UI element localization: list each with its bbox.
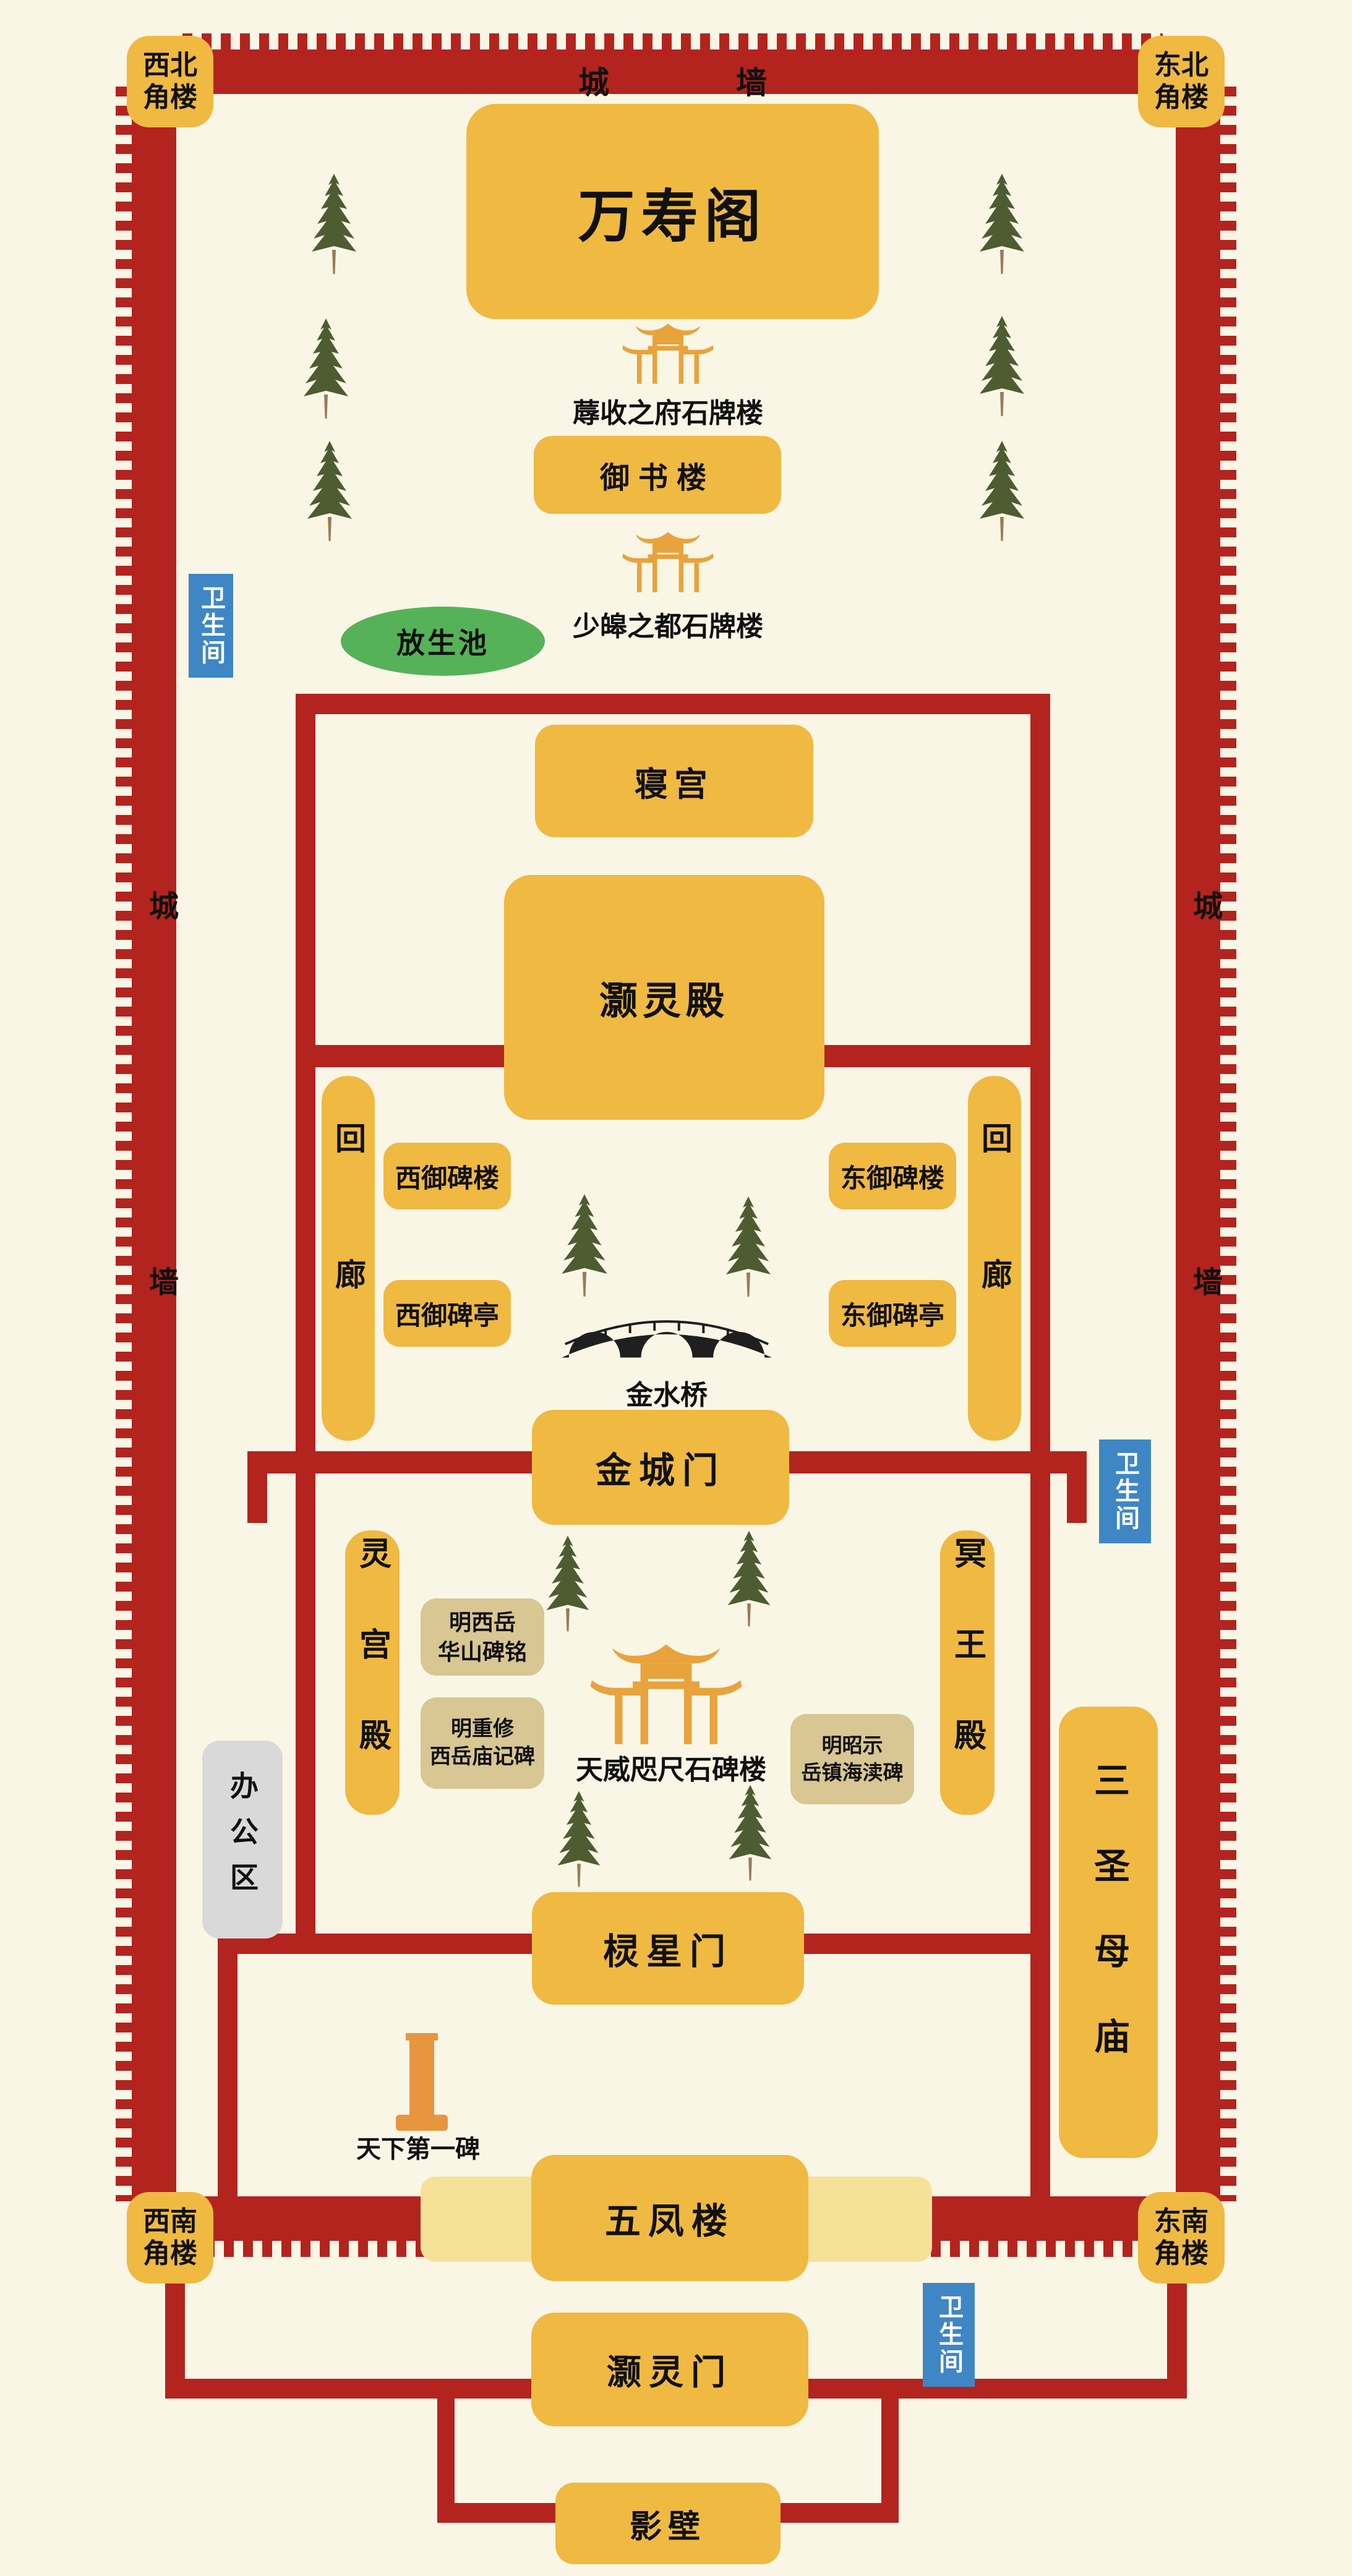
corner-tower-northeast: 东北角楼 [1138, 36, 1225, 127]
haolingdian-divider-wall-west [296, 1045, 504, 1067]
haolingmen-wall-west [165, 2379, 531, 2399]
corridor-east: 回廊 [968, 1076, 1021, 1441]
qin-palace: 寝宫 [535, 725, 813, 837]
number-one-stele-label: 天下第一碑 [356, 2136, 480, 2163]
inner-wall-top [296, 694, 1050, 714]
yingbi-wall-east-stub [780, 2503, 899, 2523]
linggong-hall: 灵宫殿 [345, 1530, 400, 1815]
wall-right-label: 城墙 [1188, 890, 1221, 1642]
yingbi-wall-west-stub [437, 2503, 555, 2523]
wanshou-pavilion: 万寿阁 [466, 104, 879, 319]
pine-tree-icon [721, 1193, 776, 1300]
wall-left [132, 71, 176, 2226]
jinchengmen-wall-stub-west [247, 1474, 267, 1523]
inner-wall-southwest [218, 1954, 237, 2196]
ming-xiyue-huashan-tablet: 明西岳 华山碑铭 [421, 1598, 544, 1676]
yingbi-wall-east-vertical [881, 2399, 899, 2523]
pine-tree-icon [722, 1529, 776, 1629]
rushou-archway-label: 蓐收之府石牌楼 [573, 398, 763, 429]
pine-tree-icon [302, 439, 357, 543]
inner-wall-west [296, 694, 315, 1954]
restroom-sign-east: 卫生间 [1099, 1439, 1151, 1543]
wall-top-label: 城墙 [578, 66, 894, 100]
lingxing-gate: 棂星门 [532, 1892, 804, 2005]
west-stele-tower: 西御碑楼 [383, 1143, 511, 1209]
wall-left-crenellation [116, 87, 132, 2201]
restroom-sign-south: 卫生间 [923, 2283, 975, 2387]
haolingmen-wall-east [808, 2379, 1187, 2399]
wall-bottom-west-crenellation [186, 2241, 427, 2257]
wufeng-tower: 五凤楼 [531, 2155, 808, 2281]
number-one-stele-base [396, 2115, 448, 2131]
wall-top-crenellation [182, 33, 1163, 49]
shaohao-archway-label: 少皞之都石牌楼 [573, 612, 763, 642]
inner-wall-east [1030, 694, 1050, 2196]
haolingdian-divider-wall-east [824, 1045, 1050, 1067]
east-stele-pavilion: 东御碑亭 [829, 1280, 956, 1347]
jinchengmen-wall-stub-east [1067, 1474, 1087, 1523]
fangsheng-pond: 放生池 [341, 607, 545, 676]
yingbi-wall-west-vertical [437, 2399, 455, 2523]
stone-archway-icon [622, 320, 714, 387]
ming-chongxiu-tablet: 明重修 西岳庙记碑 [421, 1697, 544, 1789]
wall-bottom-west [176, 2196, 427, 2241]
pine-tree-icon [552, 1789, 605, 1889]
office-area: 办公区 [202, 1741, 283, 1938]
wall-bottom-east-crenellation [931, 2241, 1169, 2257]
number-one-stele-shaft [409, 2038, 434, 2117]
jinshui-bridge-label: 金水桥 [626, 1380, 708, 1410]
tianwei-archway-label: 天威咫尺石碑楼 [576, 1755, 766, 1785]
pine-tree-icon [306, 172, 362, 276]
west-stele-pavilion: 西御碑亭 [383, 1280, 511, 1347]
wall-right-crenellation [1220, 87, 1236, 2201]
pine-tree-icon [541, 1532, 594, 1635]
corridor-west: 回廊 [322, 1076, 375, 1441]
haoling-gate: 灏灵门 [531, 2313, 808, 2426]
haoling-hall: 灏灵殿 [504, 875, 824, 1120]
jincheng-gate: 金城门 [532, 1410, 789, 1525]
wall-top [167, 49, 1178, 94]
jinshui-bridge-icon [557, 1299, 777, 1363]
wall-right [1176, 71, 1220, 2226]
pine-tree-icon [556, 1190, 613, 1300]
pine-tree-icon [974, 172, 1030, 276]
pine-tree-icon [974, 314, 1030, 418]
pine-tree-icon [974, 439, 1030, 543]
corner-tower-southwest: 西南角楼 [127, 2192, 213, 2284]
stone-archway-icon [589, 1642, 743, 1747]
east-stele-tower: 东御碑楼 [829, 1143, 956, 1209]
wall-left-label: 城墙 [144, 890, 177, 1642]
sanshengmu-temple: 三圣母庙 [1059, 1707, 1158, 2158]
mingwang-hall: 冥王殿 [940, 1530, 995, 1815]
screen-wall: 影壁 [555, 2483, 781, 2564]
wall-bottom-east [928, 2196, 1176, 2241]
stone-archway-icon [622, 529, 714, 595]
corner-tower-southeast: 东南角楼 [1138, 2192, 1225, 2284]
pine-tree-icon [724, 1783, 777, 1883]
pine-tree-icon [298, 317, 354, 420]
yushu-tower: 御书楼 [534, 436, 781, 514]
ming-zhaoshi-tablet: 明昭示 岳镇海渎碑 [790, 1714, 914, 1804]
restroom-sign-west: 卫生间 [189, 574, 233, 678]
corner-tower-northwest: 西北角楼 [127, 36, 213, 127]
